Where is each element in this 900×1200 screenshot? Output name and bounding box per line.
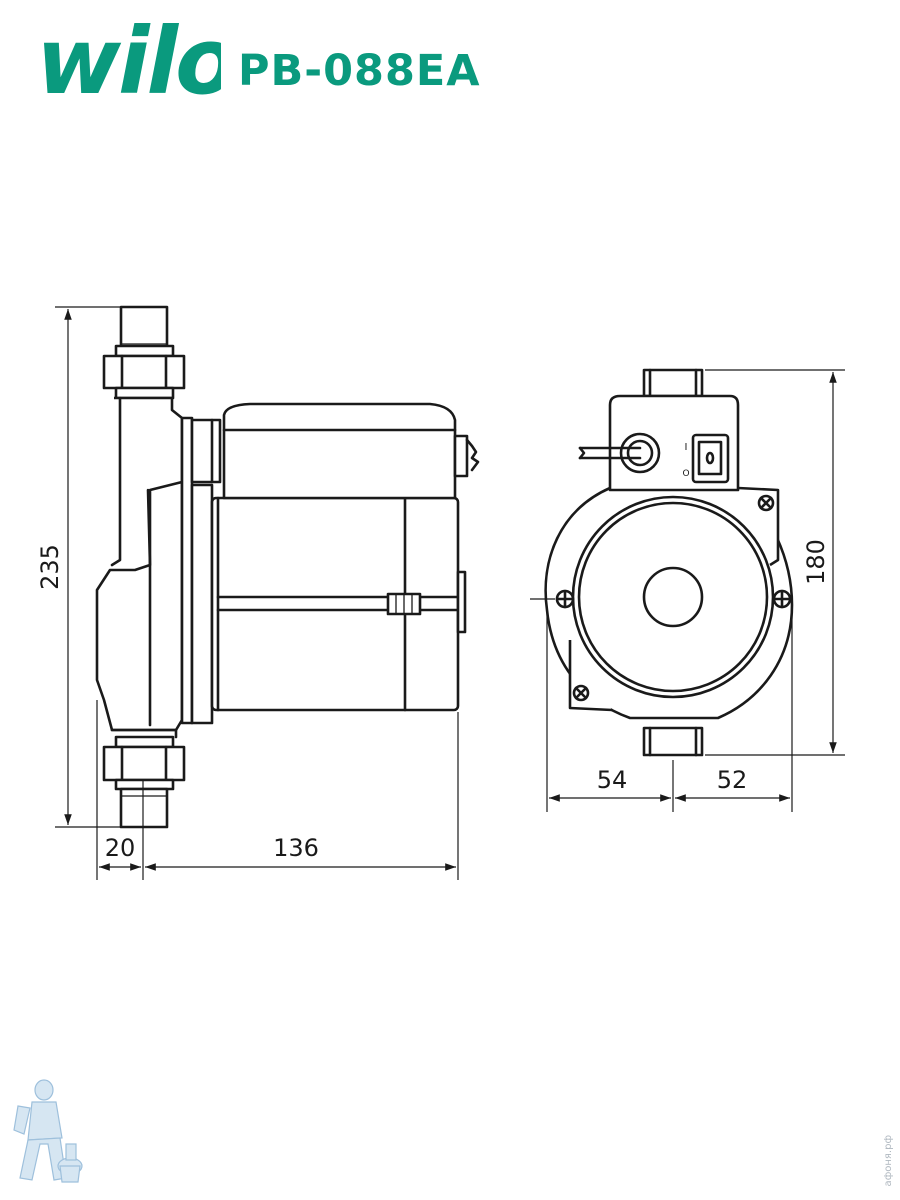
- svg-text:wilo: wilo: [36, 8, 221, 108]
- side-view: 235 20 136: [36, 305, 480, 880]
- watermark-text: афоня.рф: [883, 1134, 894, 1186]
- model-title: PB-088EA: [238, 46, 481, 96]
- header: wilo PB-088EA: [0, 0, 900, 130]
- switch-on-symbol: I: [685, 442, 688, 453]
- dim-front-left: 54: [597, 766, 628, 794]
- plumber-mascot-icon: [13, 1079, 83, 1183]
- dim-height-total: 235: [36, 544, 64, 590]
- front-view: I O 180 54 52: [530, 368, 845, 812]
- dim-body-length: 136: [273, 834, 319, 862]
- dim-front-height: 180: [802, 539, 830, 585]
- dim-front-right: 52: [717, 766, 748, 794]
- dim-inlet-depth: 20: [105, 834, 136, 862]
- wilo-logo: wilo: [36, 8, 221, 108]
- switch-off-symbol: O: [682, 469, 689, 479]
